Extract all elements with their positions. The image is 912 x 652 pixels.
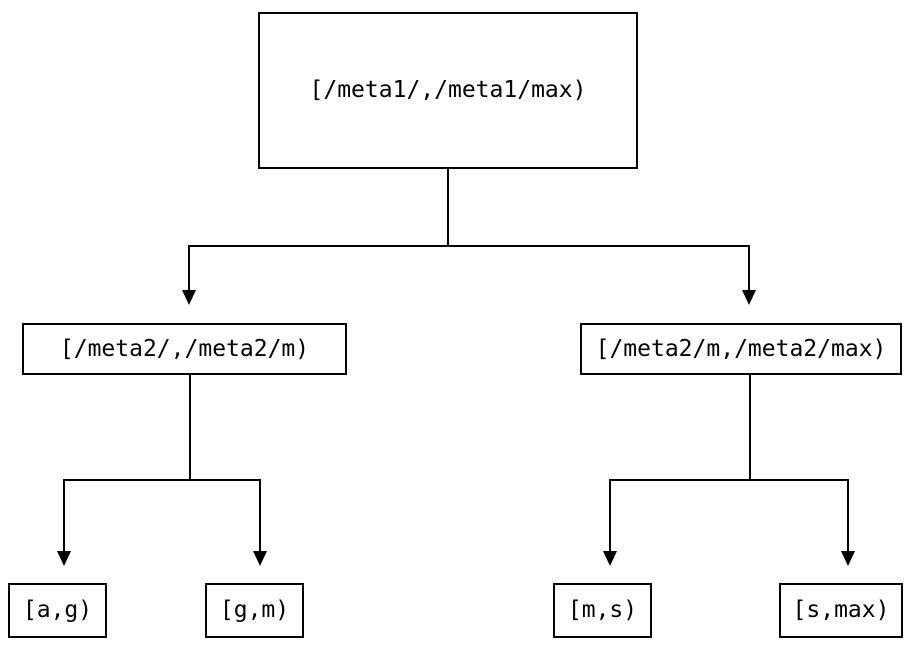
arrowhead-icon [253,551,267,566]
arrowhead-icon [841,551,855,566]
tree-node-leaf-smax[interactable]: [s,max) [779,583,903,638]
tree-node-meta2-low[interactable]: [/meta2/,/meta2/m) [22,323,347,375]
tree-node-root-label: [/meta1/,/meta1/max) [309,77,587,103]
arrowhead-icon [57,551,71,566]
tree-node-leaf-smax-label: [s,max) [792,597,890,623]
tree-node-leaf-ms-label: [m,s) [567,597,638,623]
tree-node-leaf-gm-label: [g,m) [219,597,290,623]
arrowhead-icon [742,290,756,305]
tree-node-leaf-ms[interactable]: [m,s) [553,583,652,638]
arrowhead-icon [182,290,196,305]
edge-meta2high-to-leaf-ms [603,375,752,566]
tree-node-meta2-high[interactable]: [/meta2/m,/meta2/max) [580,323,902,375]
tree-node-root[interactable]: [/meta1/,/meta1/max) [258,12,638,169]
edge-root-to-meta2-high [448,244,756,305]
tree-node-meta2-high-label: [/meta2/m,/meta2/max) [595,335,887,362]
edge-meta2low-to-leaf-gm [190,478,267,566]
edge-meta2high-to-leaf-smax [750,478,855,566]
tree-node-leaf-ag-label: [a,g) [22,597,93,623]
tree-node-leaf-gm[interactable]: [g,m) [205,583,304,638]
arrowhead-icon [603,551,617,566]
edge-meta2low-to-leaf-ag [57,375,192,566]
tree-node-meta2-low-label: [/meta2/,/meta2/m) [59,335,310,362]
tree-node-leaf-ag[interactable]: [a,g) [8,583,107,638]
edge-root-to-meta2-low [182,169,450,305]
